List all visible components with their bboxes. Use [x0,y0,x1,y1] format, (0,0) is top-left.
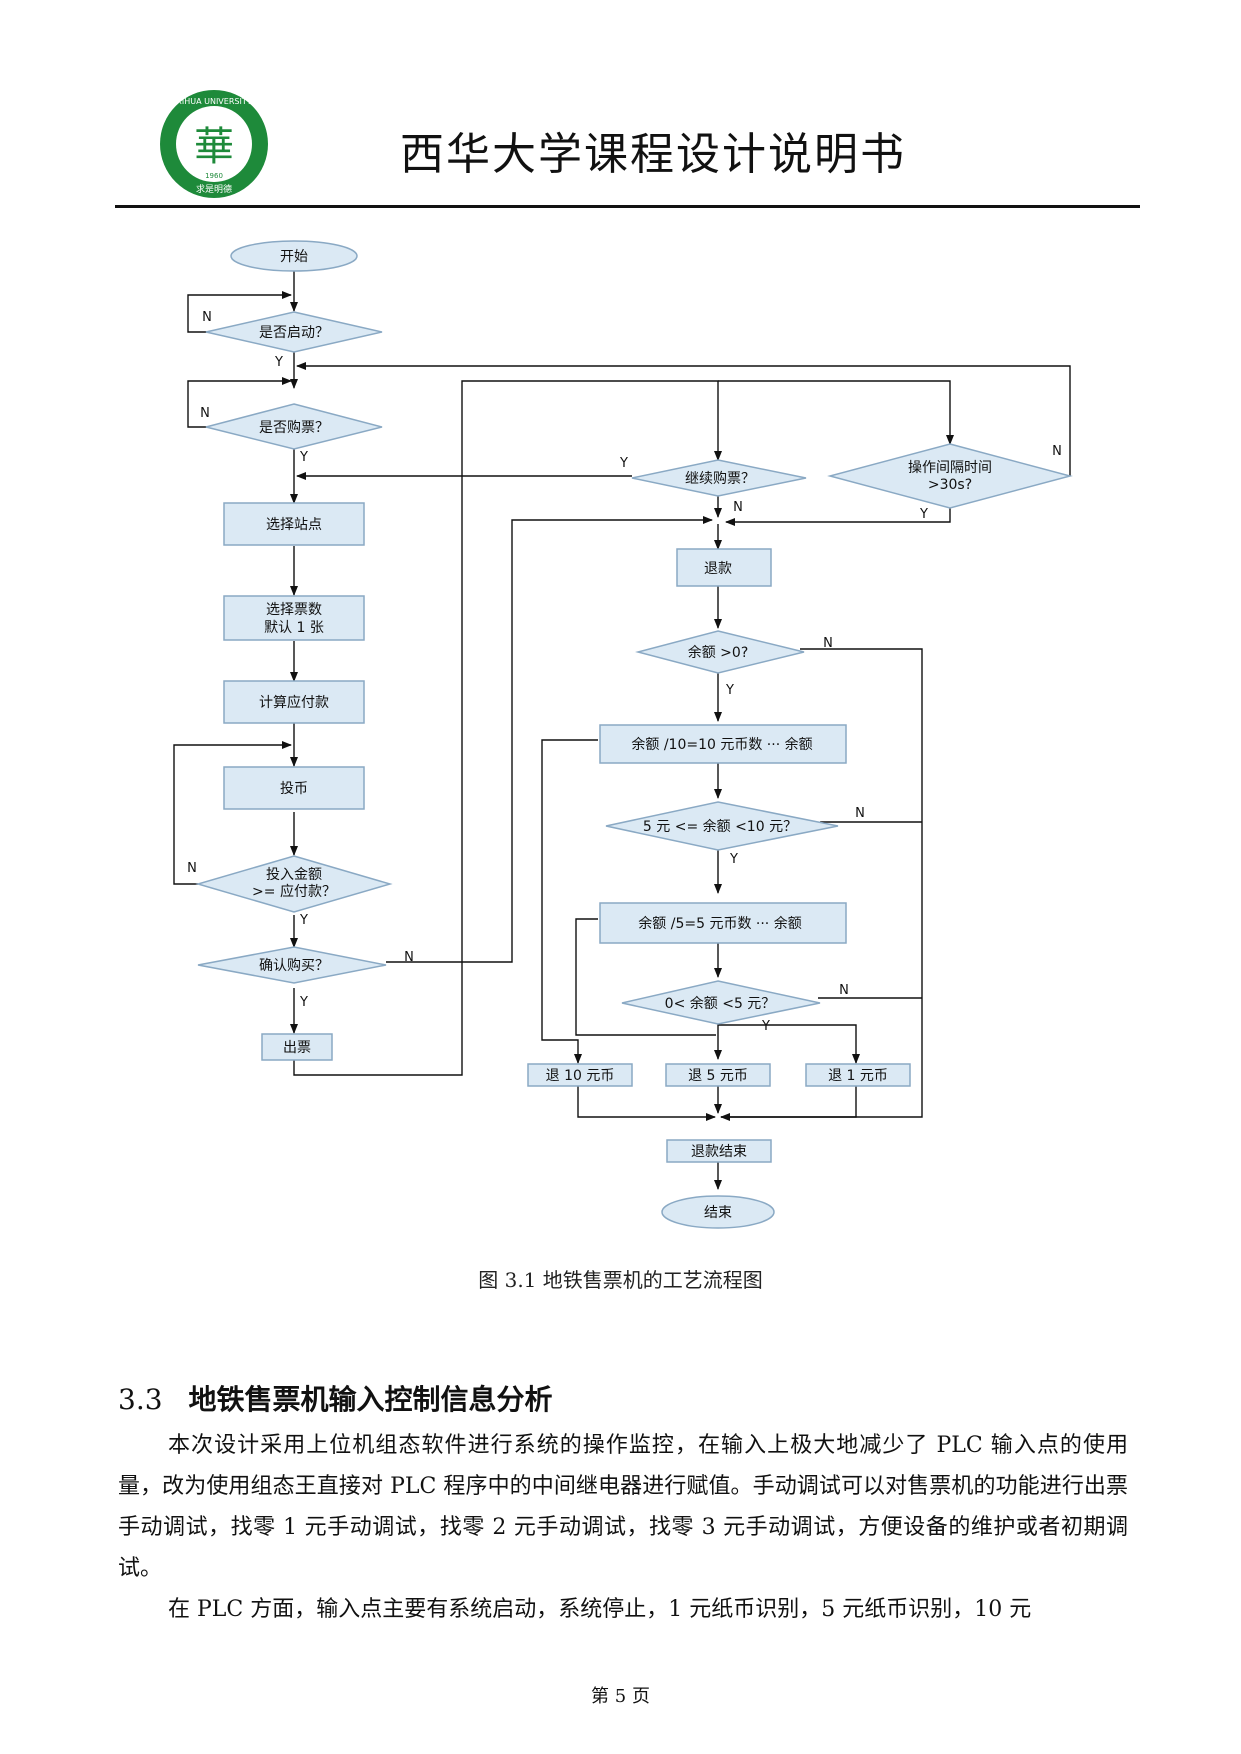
process-refund-5 [665,1063,771,1087]
process-refund-1 [805,1063,911,1087]
node-calc-5-text: 余额 /5=5 元币数 ··· 余额 [638,915,801,932]
process-calc-payment [223,680,365,724]
page-number: 第 5 页 [591,1686,650,1707]
label-y: Y [299,995,308,1010]
process-refund [676,548,772,587]
node-calc-10-text: 余额 /10=10 元币数 ··· 余额 [631,736,812,753]
university-logo: 華 XIHUA UNIVERSITY 1960 求是明德 [160,90,268,198]
process-select-count [223,595,365,641]
node-refund-5-text: 退 5 元币 [688,1068,748,1084]
node-continue-buy-text: 继续购票？ [685,470,755,487]
logo-year: 1960 [205,172,223,180]
decision-balance-pos [635,630,805,674]
decision-is-started [205,311,383,353]
process-insert-coin [223,766,365,810]
node-end-text: 结束 [704,1205,732,1221]
document-header-title: 西华大学课程设计说明书 [400,129,906,180]
decision-continue-buy [631,459,807,497]
node-check-5-10-text: 5 元 <= 余额 <10 元？ [643,818,797,835]
node-amount-check-line1: 投入金额 [266,867,322,883]
label-n: N [823,636,833,651]
body-paragraph: 在 PLC 方面，输入点主要有系统启动，系统停止，1 元纸币识别，5 元纸币识别… [168,1597,1032,1622]
label-n: N [200,406,210,421]
label-y: Y [299,450,308,465]
node-issue-ticket-text: 出票 [283,1040,311,1056]
start-terminal [230,240,358,272]
node-timeout-line2: >30s? [928,477,972,493]
node-start-text: 开始 [280,249,308,265]
decision-check-0-5 [621,980,821,1025]
process-calc-10 [599,724,847,764]
node-timeout-line1: 操作间隔时间 [908,460,992,476]
label-y: Y [274,355,283,370]
process-refund-end [666,1139,772,1163]
end-terminal [661,1195,775,1229]
label-y: Y [919,507,928,522]
label-y: Y [761,1019,770,1034]
label-n: N [839,983,849,998]
node-refund-10-text: 退 10 元币 [546,1068,615,1084]
process-select-station [223,502,365,546]
process-issue-ticket [261,1033,333,1061]
node-select-count-line1: 选择票数 [266,602,322,618]
decision-check-5-10 [605,801,839,851]
decision-is-buying [205,403,383,450]
process-calc-5 [599,902,847,944]
node-select-station-text: 选择站点 [266,517,322,533]
node-amount-check-line2: >= 应付款？ [252,883,336,900]
header-divider [115,205,1140,208]
node-calc-payment-text: 计算应付款 [259,694,329,711]
node-confirm-buy-text: 确认购买？ [259,958,329,974]
label-y: Y [619,456,628,471]
label-y: Y [725,683,734,698]
section-number: 3.3 [118,1383,163,1416]
logo-top-text: XIHUA UNIVERSITY [176,97,251,106]
label-y: Y [299,913,308,928]
label-n: N [733,500,743,515]
decision-confirm-buy [197,946,387,984]
process-refund-10 [527,1063,633,1087]
node-balance-pos-text: 余额 >0? [688,644,749,661]
label-n: N [1052,444,1062,459]
node-refund-1-text: 退 1 元币 [828,1068,888,1084]
node-is-buying-text: 是否购票？ [259,420,329,436]
section-heading: 3.3 地铁售票机输入控制信息分析 [118,1378,553,1418]
logo-bottom-text: 求是明德 [196,183,232,195]
section-title: 地铁售票机输入控制信息分析 [188,1383,553,1416]
decision-timeout [827,443,1073,509]
label-y: Y [729,852,738,867]
node-refund-text: 退款 [704,561,732,577]
figure-caption: 图 3.1 地铁售票机的工艺流程图 [478,1268,763,1292]
decision-amount-check [195,855,393,913]
node-refund-end-text: 退款结束 [691,1144,747,1160]
body-paragraph: 本次设计采用上位机组态软件进行系统的操作监控，在输入上极大地减少了 PLC 输入… [118,1433,1128,1581]
node-is-started-text: 是否启动？ [259,325,329,341]
logo-emblem-text: 華 [194,124,234,170]
label-n: N [202,310,212,325]
label-n: N [404,950,414,965]
node-insert-coin-text: 投币 [280,781,308,797]
node-check-0-5-text: 0< 余额 <5 元？ [665,995,776,1012]
label-n: N [855,806,865,821]
node-select-count-line2: 默认 1 张 [264,620,324,636]
label-n: N [187,861,197,876]
